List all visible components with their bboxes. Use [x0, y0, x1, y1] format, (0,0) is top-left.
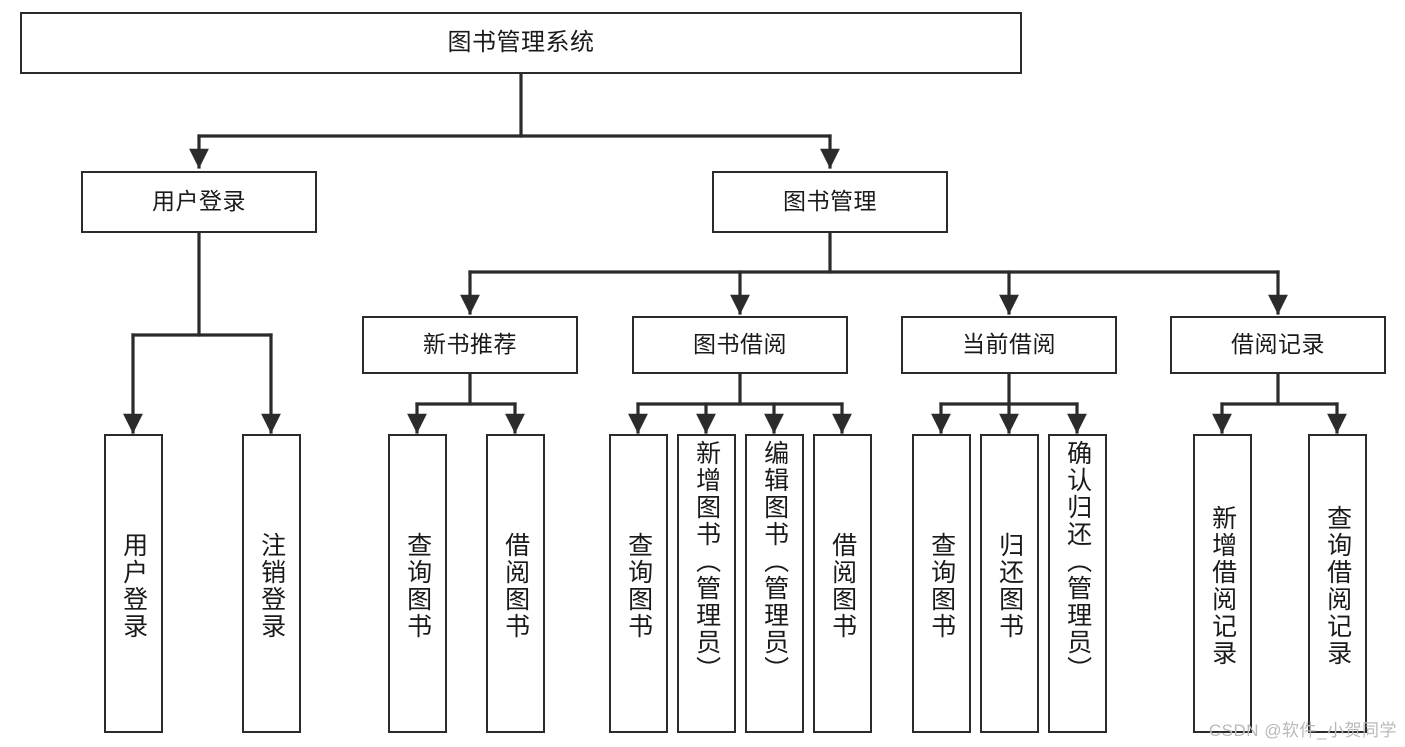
- node-leaf-query-book-3-label: 查询图书: [927, 531, 956, 640]
- node-new-book-recommend-label: 新书推荐: [423, 331, 517, 358]
- node-borrow-records[interactable]: 借阅记录: [1170, 316, 1386, 374]
- node-leaf-logout[interactable]: 注销登录: [242, 434, 301, 733]
- node-leaf-edit-book-label: 编辑图书（管理员）: [760, 440, 789, 683]
- node-leaf-confirm-return[interactable]: 确认归还（管理员）: [1048, 434, 1107, 733]
- node-book-borrow-label: 图书借阅: [693, 331, 787, 358]
- node-leaf-query-record-label: 查询借阅记录: [1323, 504, 1352, 667]
- node-borrow-records-label: 借阅记录: [1231, 331, 1325, 358]
- node-leaf-query-book-2-label: 查询图书: [624, 531, 653, 640]
- node-leaf-return-book[interactable]: 归还图书: [980, 434, 1039, 733]
- node-leaf-query-record[interactable]: 查询借阅记录: [1308, 434, 1367, 733]
- node-book-borrow[interactable]: 图书借阅: [632, 316, 848, 374]
- node-book-management-label: 图书管理: [783, 188, 877, 215]
- node-leaf-query-book-1-label: 查询图书: [403, 531, 432, 640]
- node-leaf-add-record[interactable]: 新增借阅记录: [1193, 434, 1252, 733]
- csdn-watermark: CSDN @软件_小贺同学: [1208, 721, 1397, 740]
- node-user-login[interactable]: 用户登录: [81, 171, 317, 233]
- node-leaf-user-login[interactable]: 用户登录: [104, 434, 163, 733]
- node-leaf-borrow-book-1[interactable]: 借阅图书: [486, 434, 545, 733]
- node-leaf-query-book-1[interactable]: 查询图书: [388, 434, 447, 733]
- node-leaf-user-login-label: 用户登录: [119, 531, 148, 640]
- node-user-login-label: 用户登录: [152, 188, 246, 215]
- node-leaf-borrow-book-2[interactable]: 借阅图书: [813, 434, 872, 733]
- node-root-label: 图书管理系统: [447, 28, 595, 56]
- node-leaf-borrow-book-1-label: 借阅图书: [501, 531, 530, 640]
- node-leaf-confirm-return-label: 确认归还（管理员）: [1063, 440, 1092, 683]
- node-leaf-add-book-label: 新增图书（管理员）: [692, 440, 721, 683]
- node-current-borrow[interactable]: 当前借阅: [901, 316, 1117, 374]
- node-leaf-query-book-2[interactable]: 查询图书: [609, 434, 668, 733]
- node-leaf-logout-label: 注销登录: [257, 531, 286, 640]
- node-book-management[interactable]: 图书管理: [712, 171, 948, 233]
- node-new-book-recommend[interactable]: 新书推荐: [362, 316, 578, 374]
- node-current-borrow-label: 当前借阅: [962, 331, 1056, 358]
- node-leaf-query-book-3[interactable]: 查询图书: [912, 434, 971, 733]
- node-leaf-add-record-label: 新增借阅记录: [1208, 504, 1237, 667]
- node-leaf-add-book[interactable]: 新增图书（管理员）: [677, 434, 736, 733]
- node-leaf-return-book-label: 归还图书: [995, 531, 1024, 640]
- node-root[interactable]: 图书管理系统: [20, 12, 1022, 74]
- node-leaf-edit-book[interactable]: 编辑图书（管理员）: [745, 434, 804, 733]
- node-leaf-borrow-book-2-label: 借阅图书: [828, 531, 857, 640]
